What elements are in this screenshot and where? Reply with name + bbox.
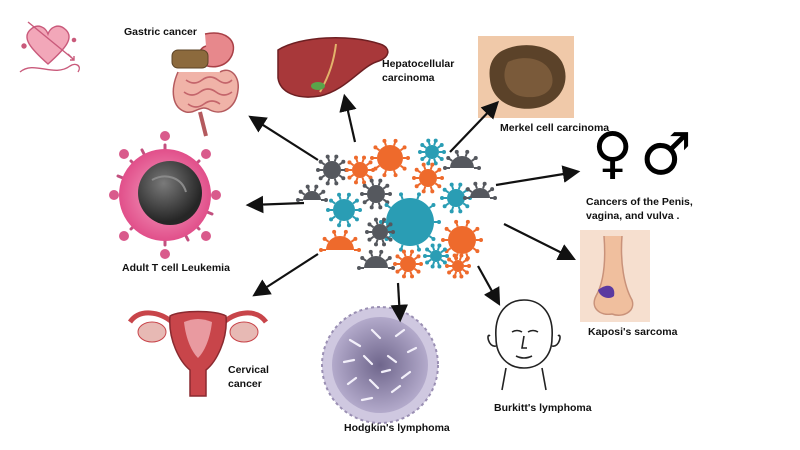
liver-icon (277, 37, 389, 98)
label-genital-cancers: Cancers of the Penis, vagina, and vulva … (586, 196, 693, 222)
arrow-to-genital (495, 165, 581, 187)
virus-particle (370, 138, 410, 178)
virus-particle (316, 154, 348, 186)
virus-particle (445, 253, 471, 279)
virus-particle (393, 249, 423, 279)
lymphoma-cell-icon (321, 306, 439, 424)
virus-particle (345, 155, 375, 185)
stomach-intestine-icon (171, 32, 239, 137)
label-kaposis-sarcoma: Kaposi's sarcoma (588, 326, 678, 338)
arrow-to-burkitt (477, 265, 501, 306)
virus-cluster-icon (296, 138, 497, 279)
face-outline-icon (487, 299, 561, 391)
arrow-to-leukemia (245, 195, 305, 214)
heart-logo-icon (19, 21, 80, 73)
male-symbol: ♂ (640, 120, 692, 188)
arrow-to-cervical (252, 253, 319, 297)
virus-particle (326, 192, 362, 228)
gender-symbols-icon: ♀ ♂ (592, 120, 692, 188)
nose-icon (580, 230, 650, 322)
virus-particle (379, 192, 441, 252)
label-cervical-cancer: Cervical cancer (228, 364, 269, 390)
virus-particle (412, 162, 444, 194)
virus-particle (296, 184, 328, 202)
female-symbol: ♀ (592, 121, 633, 186)
virus-particle (365, 217, 395, 247)
arrow-to-gastric (248, 115, 319, 161)
label-burkitts-lymphoma: Burkitt's lymphoma (494, 402, 592, 414)
label-hepatocellular-carcinoma: Hepatocellular carcinoma (382, 58, 455, 84)
arrow-to-merkel (449, 100, 500, 153)
uterus-icon (127, 310, 269, 397)
label-hodgkins-lymphoma: Hodgkin's lymphoma (344, 422, 450, 434)
virus-particle (463, 181, 497, 200)
virus-particle (418, 138, 446, 166)
virus-particle (423, 243, 449, 269)
skin-lesion-icon (478, 36, 574, 118)
label-adult-t-cell-leukemia: Adult T cell Leukemia (122, 262, 230, 274)
label-gastric-cancer: Gastric cancer (124, 26, 197, 38)
virus-particle (443, 149, 481, 170)
virus-particle (319, 229, 361, 252)
leukemia-cell-icon (109, 131, 221, 259)
virus-particle (441, 219, 483, 261)
arrow-to-liver (339, 93, 357, 143)
arrow-to-hodgkin (390, 282, 409, 323)
label-merkel-cell-carcinoma: Merkel cell carcinoma (500, 122, 610, 134)
arrow-to-kaposi (503, 223, 576, 260)
virus-particle (357, 249, 395, 270)
